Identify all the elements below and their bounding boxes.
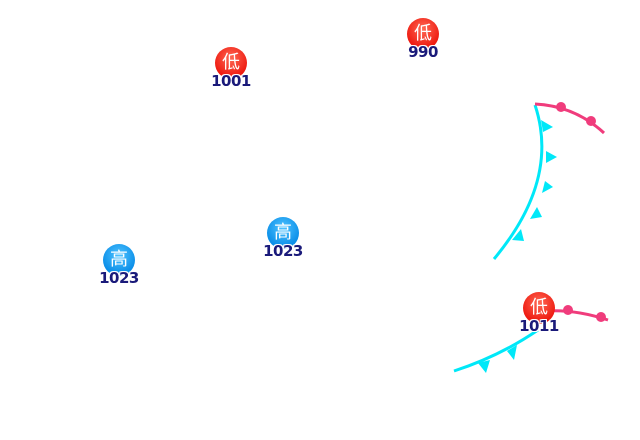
cold-front — [492, 104, 557, 260]
low-pressure-center[interactable]: 低 1001 — [211, 47, 251, 89]
low-pressure-center[interactable]: 低 1011 — [519, 292, 559, 334]
high-pressure-center[interactable]: 高 1023 — [99, 244, 139, 286]
pressure-value: 1011 — [519, 317, 559, 335]
low-pressure-icon: 低 — [407, 18, 439, 50]
low-pressure-center[interactable]: 低 990 — [403, 18, 443, 60]
pressure-value: 1001 — [211, 72, 251, 90]
cold-front — [453, 328, 539, 373]
low-pressure-icon: 低 — [215, 47, 247, 79]
pressure-value: 1023 — [263, 242, 303, 260]
high-pressure-center[interactable]: 高 1023 — [263, 217, 303, 259]
warm-front — [534, 102, 606, 135]
pressure-value: 1023 — [99, 269, 139, 287]
high-pressure-icon: 高 — [103, 244, 135, 276]
low-pressure-icon: 低 — [523, 292, 555, 324]
pressure-value: 990 — [408, 43, 438, 61]
high-pressure-icon: 高 — [267, 217, 299, 249]
